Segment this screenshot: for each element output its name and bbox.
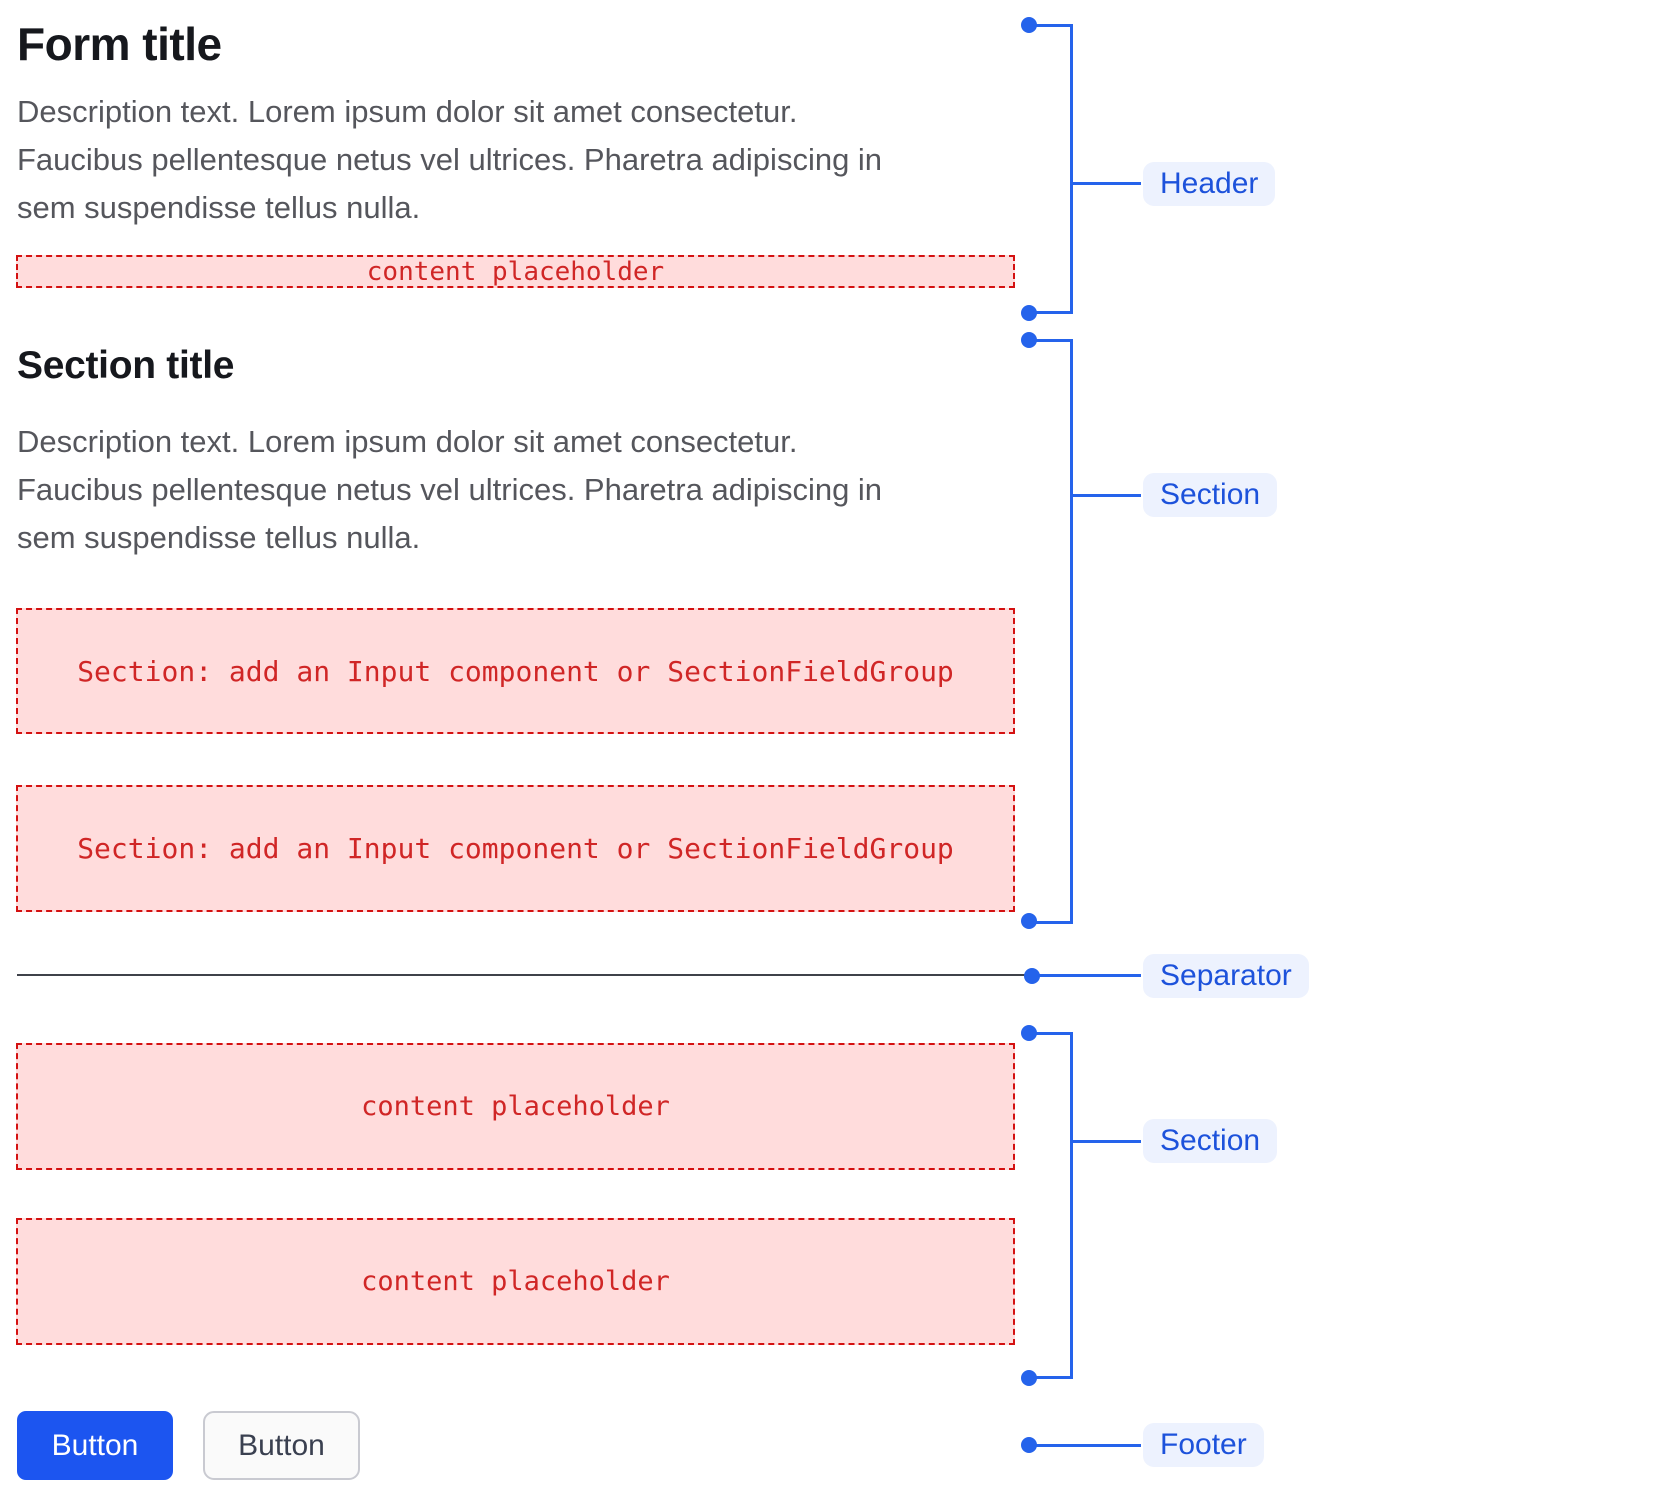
bracket-line (1029, 339, 1072, 342)
section-field-placeholder: Section: add an Input component or Secti… (16, 785, 1015, 912)
section-title: Section title (17, 344, 235, 387)
form-description: Description text. Lorem ipsum dolor sit … (17, 88, 882, 232)
secondary-button[interactable]: Button (203, 1411, 360, 1480)
section-description: Description text. Lorem ipsum dolor sit … (17, 418, 882, 562)
bracket-line (1029, 921, 1072, 924)
form-title: Form title (17, 18, 222, 70)
pointer-line (1029, 1444, 1141, 1447)
separator-annotation-label: Separator (1143, 954, 1309, 998)
section-description-line: sem suspendisse tellus nulla. (17, 520, 421, 555)
bracket-connector (1073, 494, 1141, 497)
section2-content-placeholder: content placeholder (16, 1218, 1015, 1345)
section-annotation-label: Section (1143, 473, 1278, 517)
pointer-line (1032, 974, 1141, 977)
form-description-line: sem suspendisse tellus nulla. (17, 190, 421, 225)
bracket-line (1070, 1032, 1073, 1379)
header-content-placeholder: content placeholder (16, 255, 1015, 288)
bracket-connector (1073, 1140, 1141, 1143)
separator-line (17, 974, 1030, 976)
bracket-line (1029, 24, 1072, 27)
section-description-line: Description text. Lorem ipsum dolor sit … (17, 424, 798, 459)
section-annotation-label: Section (1143, 1119, 1278, 1163)
primary-button[interactable]: Button (17, 1411, 173, 1480)
bracket-line (1029, 1032, 1072, 1035)
form-description-line: Description text. Lorem ipsum dolor sit … (17, 94, 798, 129)
bracket-line (1029, 1376, 1072, 1379)
bracket-line (1070, 24, 1073, 314)
bracket-line (1070, 339, 1073, 924)
footer-annotation-label: Footer (1143, 1423, 1264, 1467)
section2-content-placeholder: content placeholder (16, 1043, 1015, 1170)
bracket-connector (1073, 182, 1141, 185)
header-annotation-label: Header (1143, 162, 1276, 206)
bracket-dot (1021, 305, 1037, 321)
section-description-line: Faucibus pellentesque netus vel ultrices… (17, 472, 883, 507)
bracket-dot (1021, 913, 1037, 929)
form-description-line: Faucibus pellentesque netus vel ultrices… (17, 142, 883, 177)
bracket-line (1029, 311, 1072, 314)
section-field-placeholder: Section: add an Input component or Secti… (16, 608, 1015, 734)
bracket-dot (1021, 1370, 1037, 1386)
